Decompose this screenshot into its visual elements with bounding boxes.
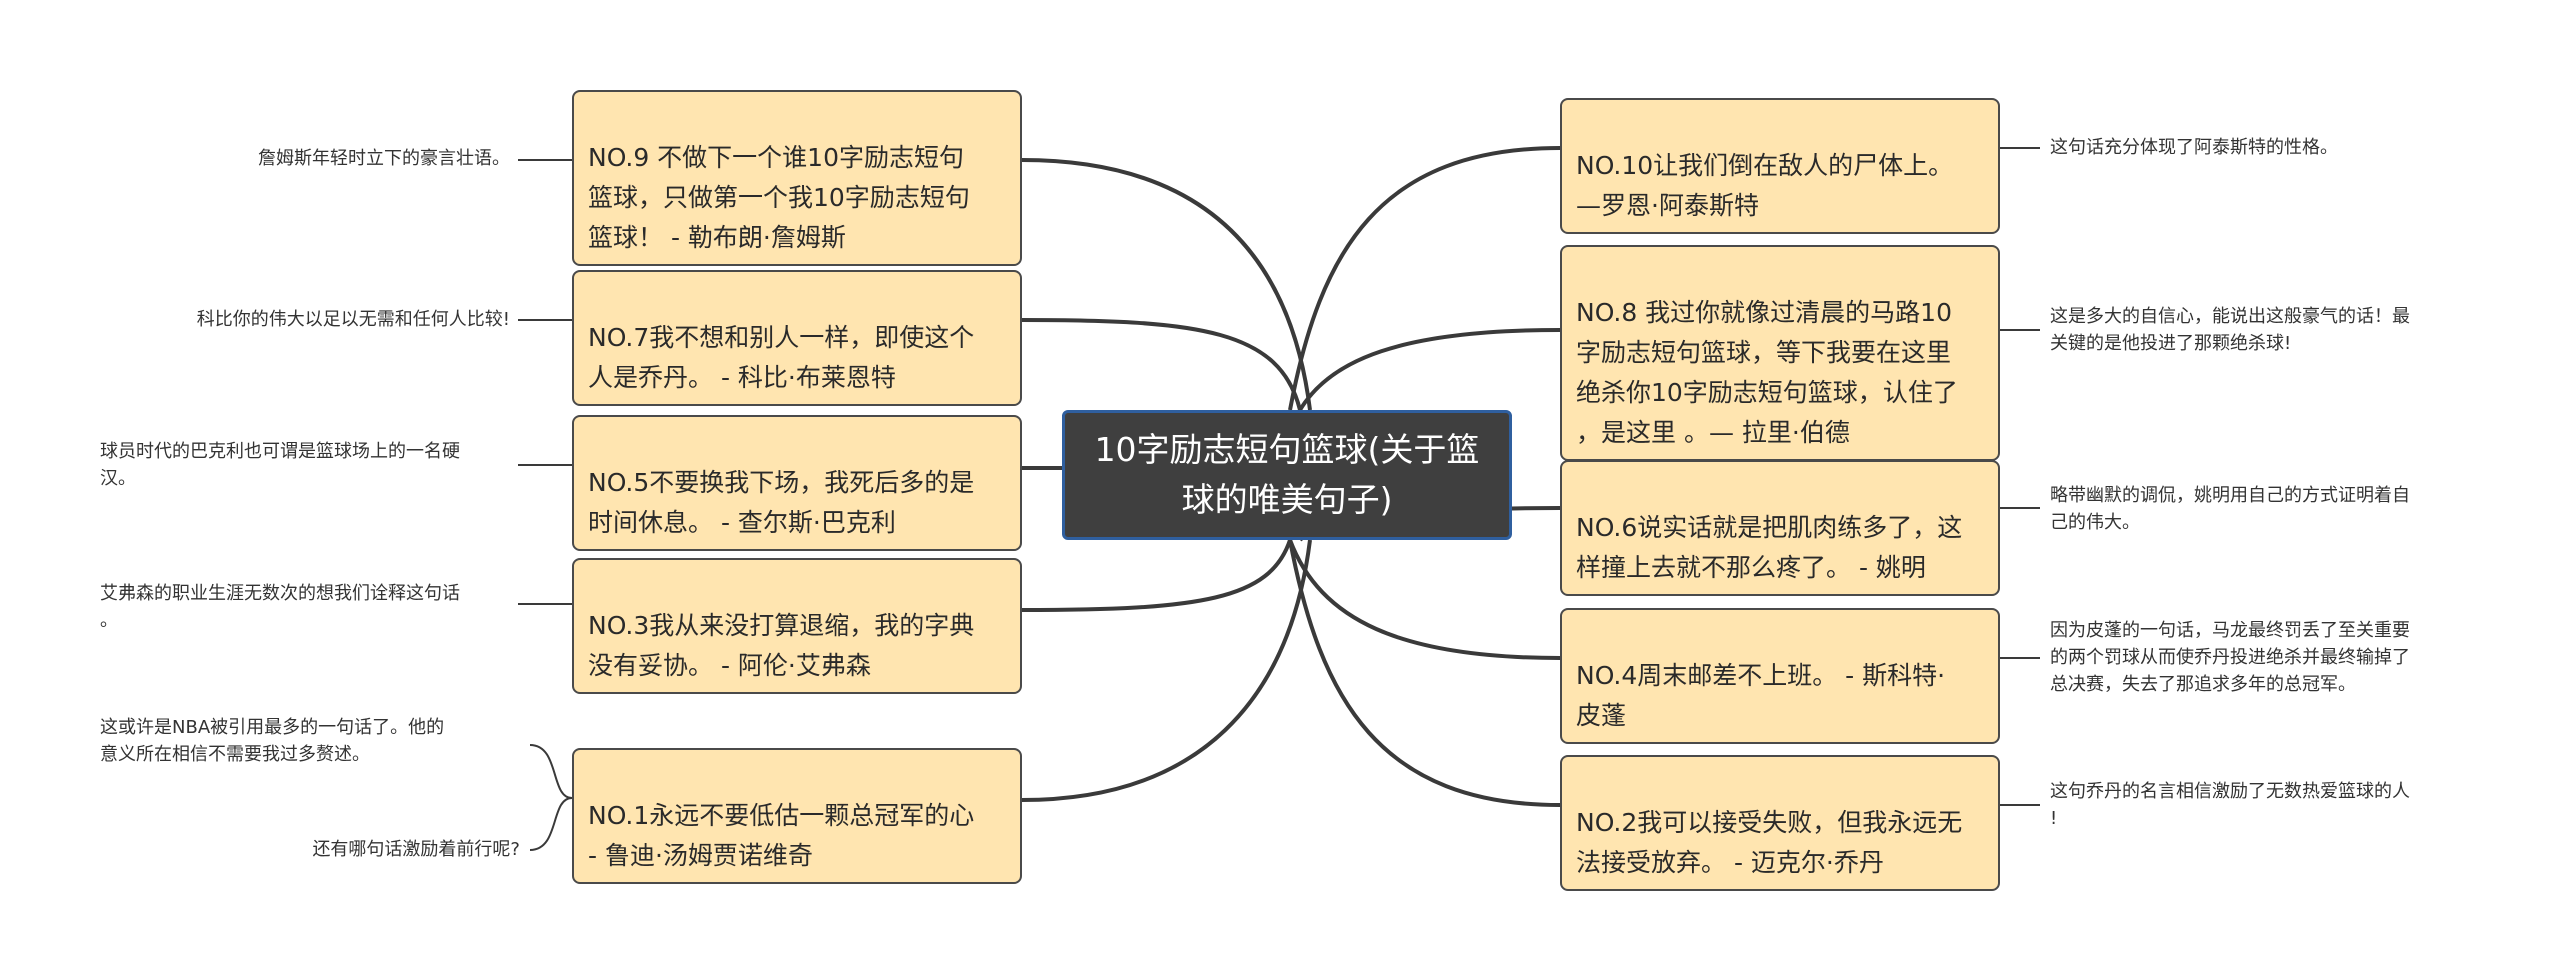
note-no6: 略带幽默的调侃，姚明用自己的方式证明着自 己的伟大。 (2050, 485, 2410, 533)
node-no9-text: NO.9 不做下一个谁10字励志短句 篮球，只做第一个我10字励志短句 篮球！ … (588, 143, 970, 252)
branch-no3 (1021, 539, 1292, 612)
node-no6[interactable]: NO.6说实话就是把肌肉练多了，这 样撞上去就不那么疼了。 - 姚明 (1560, 460, 2000, 596)
node-no2-text: NO.2我可以接受失败，但我永远无 法接受放弃。 - 迈克尔·乔丹 (1576, 808, 1963, 877)
node-no8-text: NO.8 我过你就像过清晨的马路10 字励志短句篮球，等下我要在这里 绝杀你10… (1576, 298, 1958, 447)
node-no2[interactable]: NO.2我可以接受失败，但我永远无 法接受放弃。 - 迈克尔·乔丹 (1560, 755, 2000, 891)
central-topic-label: 10字励志短句篮球(关于篮 球的唯美句子) (1094, 430, 1480, 519)
node-no4[interactable]: NO.4周末邮差不上班。 - 斯科特· 皮蓬 (1560, 608, 2000, 744)
node-no10[interactable]: NO.10让我们倒在敌人的尸体上。 —罗恩·阿泰斯特 (1560, 98, 2000, 234)
node-no9[interactable]: NO.9 不做下一个谁10字励志短句 篮球，只做第一个我10字励志短句 篮球！ … (572, 90, 1022, 266)
node-no5[interactable]: NO.5不要换我下场，我死后多的是 时间休息。 - 查尔斯·巴克利 (572, 415, 1022, 551)
note-no2: 这句乔丹的名言相信激励了无数热爱篮球的人 ! (2050, 781, 2410, 829)
branch-no8 (1298, 328, 1561, 412)
node-no4-text: NO.4周末邮差不上班。 - 斯科特· 皮蓬 (1576, 661, 1946, 730)
node-no1[interactable]: NO.1永远不要低估一颗总冠军的心 - 鲁迪·汤姆贾诺维奇 (572, 748, 1022, 884)
node-no6-text: NO.6说实话就是把肌肉练多了，这 样撞上去就不那么疼了。 - 姚明 (1576, 513, 1963, 582)
branch-no9 (1021, 158, 1312, 411)
note-no9: 詹姆斯年轻时立下的豪言壮语。 (258, 148, 510, 169)
node-no3[interactable]: NO.3我从来没打算退缩，我的字典 没有妥协。 - 阿伦·艾弗森 (572, 558, 1022, 694)
node-no10-text: NO.10让我们倒在敌人的尸体上。 —罗恩·阿泰斯特 (1576, 151, 1954, 220)
node-no1-text: NO.1永远不要低估一颗总冠军的心 - 鲁迪·汤姆贾诺维奇 (588, 801, 975, 870)
note-link-no1-a (529, 744, 573, 799)
note-no8: 这是多大的自信心，能说出这般豪气的话！最 关键的是他投进了那颗绝杀球! (2050, 306, 2410, 354)
branch-no10 (1288, 146, 1561, 411)
branch-no7 (1021, 318, 1302, 411)
note-link-no1-b (529, 797, 573, 851)
node-no7-text: NO.7我不想和别人一样，即使这个 人是乔丹。 - 科比·布莱恩特 (588, 323, 975, 392)
branch-no4 (1288, 539, 1561, 660)
branch-no2 (1288, 539, 1561, 807)
note-no1-a: 这或许是NBA被引用最多的一句话了。他的 意义所在相信不需要我过多赘述。 (100, 717, 445, 765)
note-no1-b: 还有哪句话激励着前行呢? (312, 839, 520, 860)
note-no3: 艾弗森的职业生涯无数次的想我们诠释这句话 。 (100, 583, 460, 631)
note-no10: 这句话充分体现了阿泰斯特的性格。 (2050, 137, 2338, 158)
central-topic[interactable]: 10字励志短句篮球(关于篮 球的唯美句子) (1062, 410, 1512, 540)
node-no8[interactable]: NO.8 我过你就像过清晨的马路10 字励志短句篮球，等下我要在这里 绝杀你10… (1560, 245, 2000, 461)
note-no5: 球员时代的巴克利也可谓是篮球场上的一名硬 汉。 (100, 441, 460, 489)
note-no4: 因为皮蓬的一句话，马龙最终罚丢了至关重要 的两个罚球从而使乔丹投进绝杀并最终输掉… (2050, 620, 2410, 695)
branch-no1 (1021, 539, 1312, 802)
node-no5-text: NO.5不要换我下场，我死后多的是 时间休息。 - 查尔斯·巴克利 (588, 468, 975, 537)
node-no3-text: NO.3我从来没打算退缩，我的字典 没有妥协。 - 阿伦·艾弗森 (588, 611, 975, 680)
node-no7[interactable]: NO.7我不想和别人一样，即使这个 人是乔丹。 - 科比·布莱恩特 (572, 270, 1022, 406)
note-no7: 科比你的伟大以足以无需和任何人比较! (196, 309, 510, 330)
